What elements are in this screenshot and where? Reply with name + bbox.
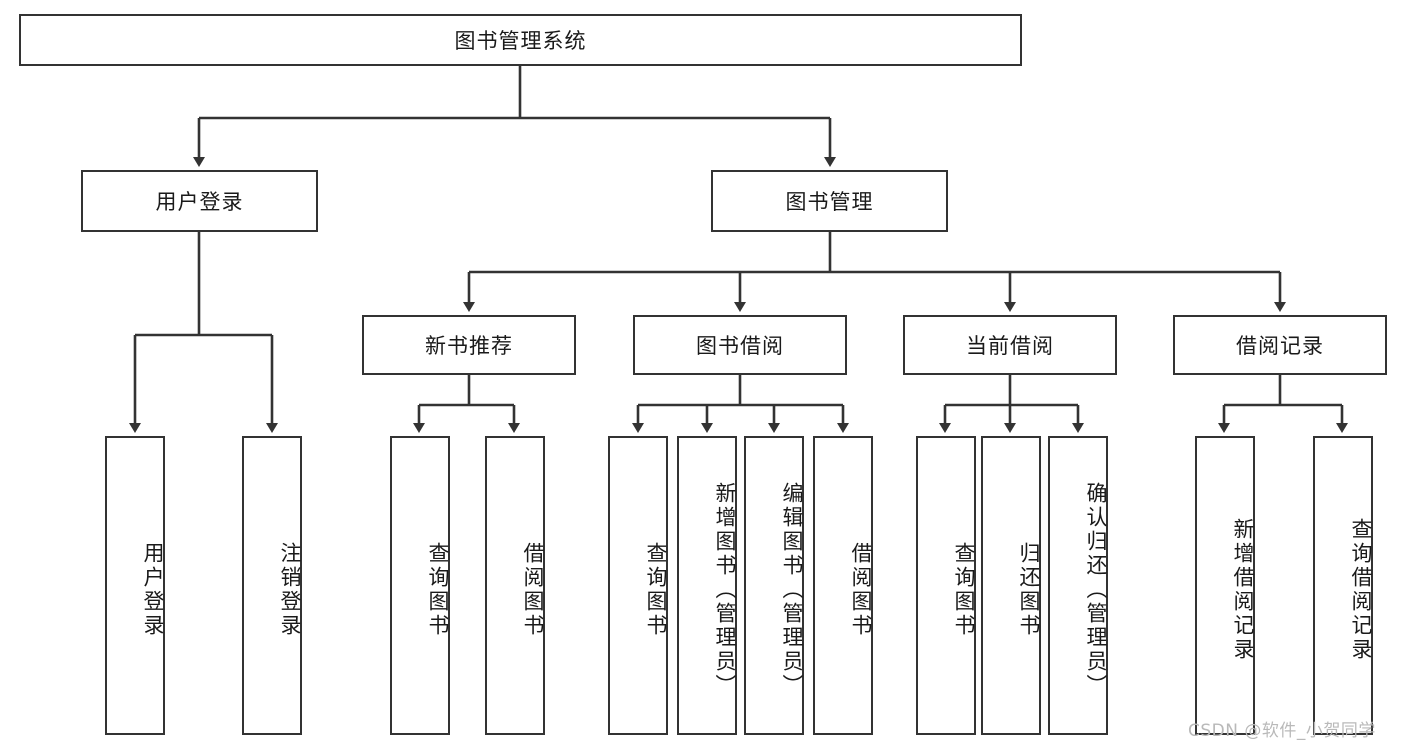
leaf-confirm-return-admin[interactable]: 确认归还（管理员） — [1048, 436, 1108, 735]
node-new-book-recommend[interactable]: 新书推荐 — [362, 315, 576, 375]
node-label: 当前借阅 — [966, 334, 1054, 358]
leaf-query-book-current[interactable]: 查询图书 — [916, 436, 976, 735]
node-label: 图书管理 — [785, 190, 874, 214]
node-label: 借阅图书 — [521, 541, 545, 638]
node-label: 编辑图书（管理员） — [780, 481, 804, 698]
node-book-borrow[interactable]: 图书借阅 — [633, 315, 847, 375]
leaf-user-login[interactable]: 用户登录 — [105, 436, 165, 735]
node-label: 借阅记录 — [1236, 334, 1324, 358]
node-label: 注销登录 — [278, 541, 302, 638]
node-label: 新增借阅记录 — [1231, 517, 1255, 662]
leaf-query-book-borrow[interactable]: 查询图书 — [608, 436, 668, 735]
node-borrow-records[interactable]: 借阅记录 — [1173, 315, 1387, 375]
node-user-login[interactable]: 用户登录 — [81, 170, 318, 232]
node-label: 用户登录 — [141, 541, 165, 638]
node-label: 查询图书 — [952, 541, 976, 638]
node-label: 图书借阅 — [696, 334, 784, 358]
node-book-management[interactable]: 图书管理 — [711, 170, 948, 232]
node-current-borrow[interactable]: 当前借阅 — [903, 315, 1117, 375]
node-label: 新增图书（管理员） — [713, 481, 737, 698]
node-label: 新书推荐 — [425, 334, 513, 358]
node-label: 归还图书 — [1017, 541, 1041, 638]
node-label: 确认归还（管理员） — [1084, 481, 1108, 698]
leaf-borrow-book[interactable]: 借阅图书 — [813, 436, 873, 735]
leaf-logout[interactable]: 注销登录 — [242, 436, 302, 735]
node-label: 用户登录 — [155, 190, 244, 214]
leaf-query-borrow-record[interactable]: 查询借阅记录 — [1313, 436, 1373, 735]
node-label: 图书管理系统 — [454, 29, 587, 53]
watermark: CSDN @软件_小贺同学 — [1188, 721, 1376, 741]
leaf-add-borrow-record[interactable]: 新增借阅记录 — [1195, 436, 1255, 735]
node-label: 查询图书 — [644, 541, 668, 638]
leaf-query-book-recommend[interactable]: 查询图书 — [390, 436, 450, 735]
node-label: 查询图书 — [426, 541, 450, 638]
node-label: 查询借阅记录 — [1349, 517, 1373, 662]
leaf-add-book-admin[interactable]: 新增图书（管理员） — [677, 436, 737, 735]
node-label: 借阅图书 — [849, 541, 873, 638]
leaf-return-book[interactable]: 归还图书 — [981, 436, 1041, 735]
leaf-borrow-book-recommend[interactable]: 借阅图书 — [485, 436, 545, 735]
leaf-edit-book-admin[interactable]: 编辑图书（管理员） — [744, 436, 804, 735]
node-root-book-management-system[interactable]: 图书管理系统 — [19, 14, 1022, 66]
